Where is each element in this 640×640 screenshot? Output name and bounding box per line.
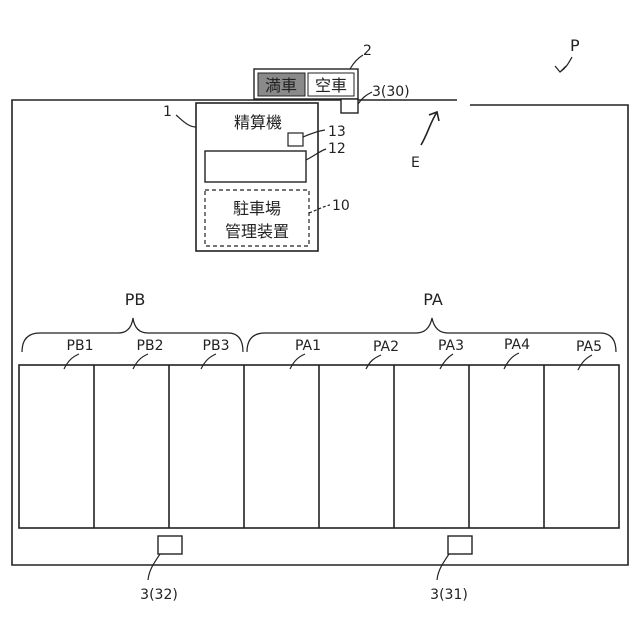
empty-sign-label: 空車	[315, 76, 347, 95]
entrance-camera-label: 3(30)	[372, 84, 410, 100]
space-label-pb1: PB1	[67, 338, 94, 354]
back-camera-label: 3(31)	[430, 587, 468, 603]
front-camera	[158, 536, 182, 554]
display-panel-ref-label: 12	[328, 141, 346, 157]
sign-ref-label: 2	[363, 43, 372, 59]
space-label-pb3: PB3	[203, 338, 230, 354]
space-label-pb2: PB2	[137, 338, 164, 354]
entrance-camera	[341, 99, 358, 113]
sign-ref-leader	[350, 55, 363, 69]
entrance-ref-label: E	[411, 155, 420, 171]
card-slot-ref-label: 13	[328, 124, 346, 140]
full-sign-label: 満車	[265, 76, 297, 95]
management-device-ref-label: 10	[332, 198, 350, 214]
payment-machine-ref-leader	[176, 115, 196, 127]
management-device-label-line2: 管理装置	[225, 222, 289, 241]
display-panel	[205, 151, 306, 182]
entrance-camera-leader	[358, 92, 372, 104]
entrance-arrow-icon	[421, 112, 437, 145]
front-camera-leader	[148, 554, 160, 580]
area-a-label: PA	[423, 290, 443, 309]
space-label-pa2: PA2	[373, 339, 399, 355]
payment-machine-ref-label: 1	[163, 104, 172, 120]
vacancy-sign: 満車 空車	[254, 69, 358, 99]
space-label-pa3: PA3	[438, 338, 464, 354]
lot-ref-label: P	[570, 36, 580, 55]
back-camera-leader	[437, 554, 449, 580]
space-label-pa1: PA1	[295, 338, 321, 354]
space-label-pa5: PA5	[576, 339, 602, 355]
management-device-label-line1: 駐車場	[233, 199, 281, 218]
area-b-label: PB	[125, 290, 146, 309]
card-slot	[288, 133, 303, 146]
space-label-pa4: PA4	[504, 337, 530, 353]
back-camera	[448, 536, 472, 554]
payment-machine-title: 精算機	[234, 113, 282, 132]
front-camera-label: 3(32)	[140, 587, 178, 603]
